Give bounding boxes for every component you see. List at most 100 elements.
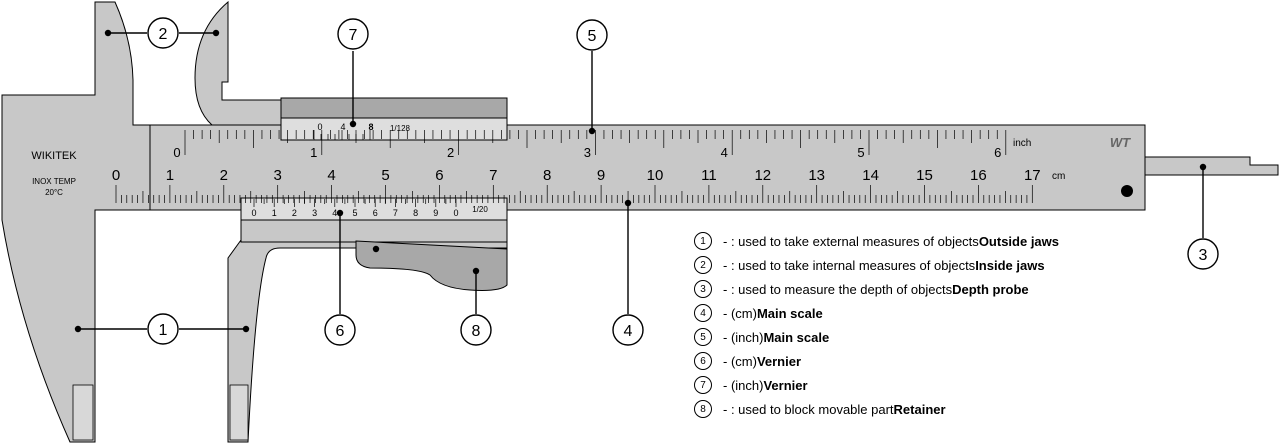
legend-number: 4 — [694, 304, 712, 322]
callout-5: 5 — [576, 19, 608, 51]
legend-text: - (inch)Vernier — [723, 378, 808, 393]
material-line-2: 20°C — [45, 188, 63, 197]
inch-vernier-label-4: 4 — [340, 122, 345, 132]
cm-scale-number: 7 — [489, 167, 497, 184]
cm-scale-number: 8 — [543, 167, 551, 184]
inch-vernier-label-8: 8 — [368, 122, 373, 132]
inch-scale-number: 5 — [857, 145, 864, 160]
legend-item-4: 4 - (cm)Main scale — [694, 303, 1134, 327]
inch-unit-label: inch — [1013, 138, 1031, 149]
legend-text: - : used to block movable partRetainer — [723, 402, 946, 417]
callout-8: 8 — [460, 314, 492, 346]
cm-vernier-label: 5 — [352, 208, 357, 218]
cm-scale-number: 3 — [274, 167, 282, 184]
inch-scale-ticks — [184, 130, 1007, 155]
legend-item-1: 1 - : used to take external measures of … — [694, 231, 1134, 255]
callout-4: 4 — [612, 314, 644, 346]
leader-dots — [74, 29, 1207, 333]
svg-text:5: 5 — [588, 28, 597, 45]
legend-number: 5 — [694, 328, 712, 346]
svg-text:4: 4 — [624, 323, 633, 340]
legend-text: - (cm)Vernier — [723, 354, 802, 369]
retainer — [355, 240, 508, 291]
cm-scale-number: 17 — [1024, 167, 1041, 184]
beam-rivet — [1121, 185, 1133, 197]
legend-text: - : used to measure the depth of objects… — [723, 282, 1029, 297]
callout-2: 2 — [147, 17, 179, 49]
cm-scale-number: 16 — [970, 167, 987, 184]
cm-scale-number: 9 — [597, 167, 605, 184]
material-line-1: INOX TEMP — [32, 177, 76, 186]
inch-vernier-plate — [280, 117, 508, 141]
legend-item-3: 3 - : used to measure the depth of objec… — [694, 279, 1134, 303]
callout-6: 6 — [324, 314, 356, 346]
inch-scale-number: 6 — [994, 145, 1001, 160]
inch-vernier-fraction: 1/128 — [390, 124, 411, 133]
cm-scale-number: 5 — [381, 167, 389, 184]
callout-3: 3 — [1187, 238, 1219, 270]
cm-vernier-label: 9 — [433, 208, 438, 218]
inch-scale-number: 4 — [721, 145, 728, 160]
svg-text:6: 6 — [336, 323, 345, 340]
cm-vernier-label: 0 — [251, 208, 256, 218]
cm-vernier-label: 3 — [312, 208, 317, 218]
cm-scale-number: 0 — [112, 167, 120, 184]
legend-item-8: 8 - : used to block movable partRetainer — [694, 399, 1134, 423]
cm-vernier-label: 4 — [332, 208, 337, 218]
inch-scale-number: 3 — [584, 145, 591, 160]
legend-item-6: 6 - (cm)Vernier — [694, 351, 1134, 375]
cm-scale-number: 6 — [435, 167, 443, 184]
cm-scale-number: 1 — [166, 167, 174, 184]
cm-scale-number: 4 — [327, 167, 335, 184]
legend-text: - (cm)Main scale — [723, 306, 823, 321]
cm-scale-number: 13 — [808, 167, 825, 184]
legend-number: 8 — [694, 400, 712, 418]
slider-inside-jaw — [194, 0, 283, 126]
legend: 1 - : used to take external measures of … — [694, 231, 1134, 423]
cm-scale-number: 10 — [647, 167, 664, 184]
svg-text:7: 7 — [349, 27, 358, 44]
cm-vernier-label: 7 — [393, 208, 398, 218]
cm-vernier-label: 2 — [292, 208, 297, 218]
fixed-jaw — [1, 1, 151, 443]
legend-number: 2 — [694, 256, 712, 274]
callout-1: 1 — [147, 313, 179, 345]
legend-text: - (inch)Main scale — [723, 330, 830, 345]
cm-scale-ticks — [115, 185, 1033, 203]
slider-jaw-tip-recess — [229, 384, 249, 441]
inch-vernier-label-0: 0 — [317, 122, 322, 132]
legend-item-7: 7 - (inch)Vernier — [694, 375, 1134, 399]
legend-text: - : used to take external measures of ob… — [723, 234, 1060, 249]
cm-scale-number: 11 — [701, 167, 717, 184]
legend-number: 6 — [694, 352, 712, 370]
cm-scale-number: 2 — [220, 167, 228, 184]
callout-7: 7 — [337, 18, 369, 50]
cm-scale-number: 12 — [754, 167, 771, 184]
svg-text:1: 1 — [159, 322, 168, 339]
legend-number: 1 — [694, 232, 712, 250]
legend-number: 7 — [694, 376, 712, 394]
cm-vernier-label: 0 — [453, 208, 458, 218]
cm-vernier-label: 1 — [272, 208, 277, 218]
legend-item-2: 2 - : used to take internal measures of … — [694, 255, 1134, 279]
cm-vernier-label: 6 — [373, 208, 378, 218]
svg-text:3: 3 — [1199, 247, 1208, 264]
leader-lines — [78, 32, 1204, 330]
legend-text: - : used to take internal measures of ob… — [723, 258, 1045, 273]
svg-text:2: 2 — [159, 26, 168, 43]
legend-number: 3 — [694, 280, 712, 298]
inch-scale-number: 0 — [173, 145, 180, 160]
svg-text:8: 8 — [472, 323, 481, 340]
maker-mark-logo: WT — [1110, 135, 1131, 150]
main-beam — [94, 124, 1146, 211]
cm-scale-number: 15 — [916, 167, 933, 184]
cm-unit-label: cm — [1052, 171, 1065, 182]
cm-vernier-fraction: 1/20 — [472, 205, 488, 214]
brand-name: WIKITEK — [31, 150, 77, 162]
inch-vernier-housing — [280, 97, 508, 121]
legend-item-5: 5 - (inch)Main scale — [694, 327, 1134, 351]
